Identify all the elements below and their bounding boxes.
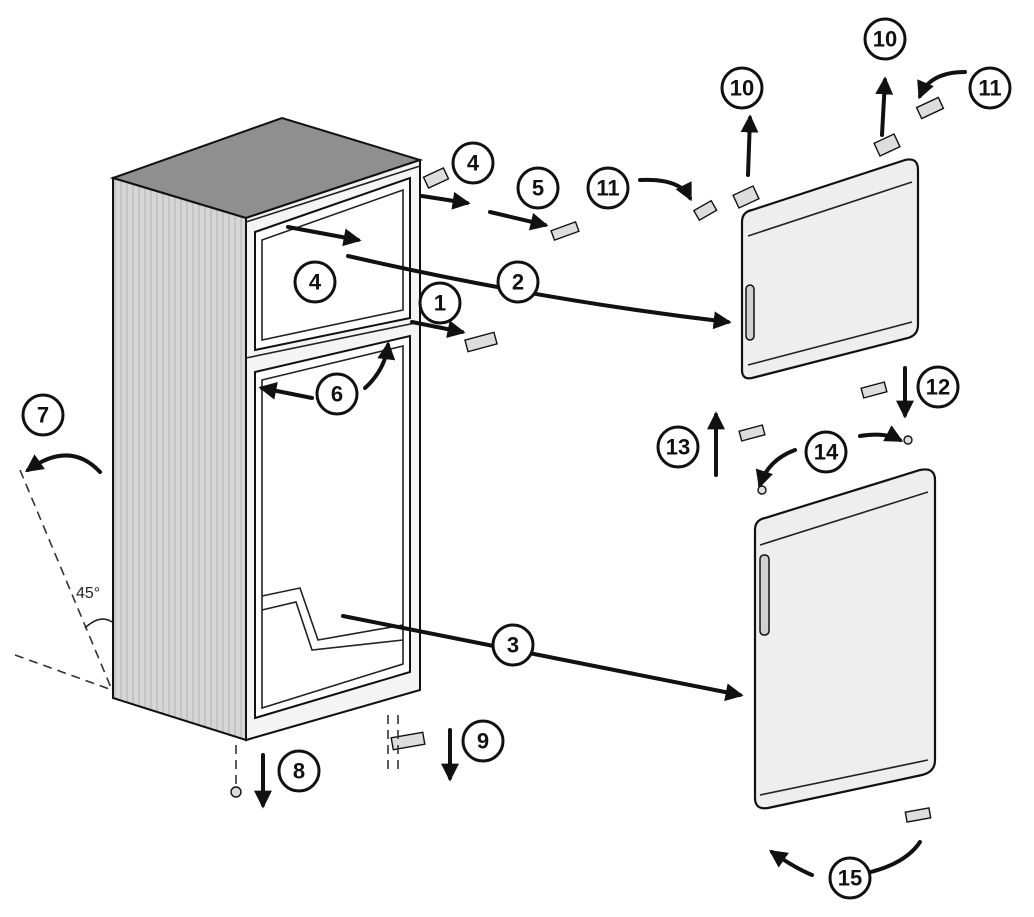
callout-5: 5	[516, 166, 560, 210]
angle-label: 45°	[76, 585, 100, 602]
callout-15: 15	[828, 856, 872, 900]
svg-text:11: 11	[978, 76, 1001, 101]
svg-text:12: 12	[926, 375, 950, 400]
callout-2: 2	[496, 260, 540, 304]
svg-text:11: 11	[0, 0, 17, 4]
svg-text:1: 1	[434, 291, 446, 316]
freezer-door-handle	[745, 284, 755, 341]
freezer-door	[740, 158, 920, 380]
callout-10-right: 10	[863, 17, 907, 61]
svg-text:14: 14	[814, 440, 839, 465]
fridge-door	[753, 468, 937, 810]
svg-text:3: 3	[507, 633, 519, 658]
callout-13: 13	[656, 425, 700, 469]
callout-9: 9	[461, 719, 505, 763]
svg-text:11: 11	[596, 176, 619, 201]
svg-text:7: 7	[37, 403, 49, 428]
tilt-guide: 45°	[14, 469, 113, 691]
callout-10-left: 10	[720, 66, 764, 110]
callout-12: 12	[916, 365, 960, 409]
svg-text:10: 10	[730, 76, 754, 101]
screw-dots	[235, 715, 399, 785]
callout-3: 3	[491, 623, 535, 667]
svg-text:2: 2	[512, 270, 524, 295]
callout-1: 1	[418, 281, 462, 325]
callout-6: 6	[315, 372, 359, 416]
svg-text:8: 8	[293, 759, 305, 784]
crisper-drawer	[261, 587, 404, 651]
cabinet-side	[112, 176, 247, 742]
callout-14: 14	[804, 430, 848, 474]
svg-text:10: 10	[873, 27, 897, 52]
callout-7: 7	[21, 393, 65, 437]
callout-4-freezer: 4	[293, 260, 337, 304]
svg-text:6: 6	[331, 382, 343, 407]
svg-text:4: 4	[467, 151, 480, 176]
svg-text:9: 9	[477, 729, 489, 754]
svg-text:5: 5	[532, 176, 544, 201]
fridge-cabinet	[109, 116, 424, 742]
svg-text:13: 13	[666, 435, 690, 460]
callout-8: 8	[277, 749, 321, 793]
arrows	[25, 70, 967, 886]
callout-11-left: 11	[586, 166, 630, 210]
hinge-parts	[230, 96, 945, 823]
callout-4-top: 4	[451, 141, 495, 185]
freezer-compartment	[254, 176, 411, 352]
fridge-door-handle	[759, 554, 770, 636]
svg-text:4: 4	[309, 270, 322, 295]
svg-text:15: 15	[838, 866, 862, 891]
callout-11-right: 11	[968, 66, 1012, 110]
